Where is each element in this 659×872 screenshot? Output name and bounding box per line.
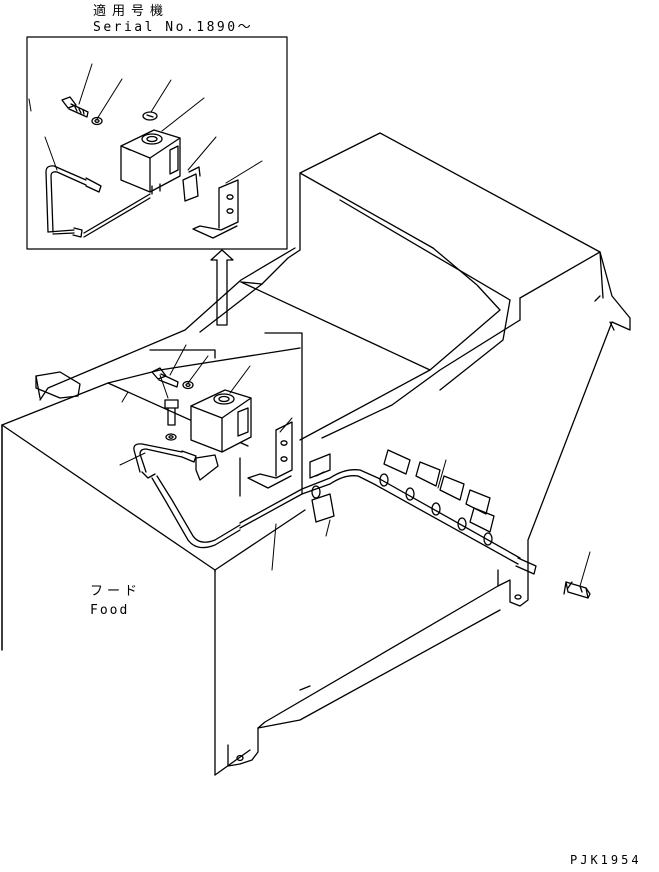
inset-bracket xyxy=(192,179,239,239)
drawing-code-label: PJK1954 xyxy=(570,853,642,867)
inset-washer xyxy=(91,116,103,126)
inset-clip xyxy=(182,166,201,202)
serial-number-label: Serial No.1890～ xyxy=(93,20,254,35)
inset-leaders xyxy=(28,63,263,184)
main-assembly xyxy=(119,344,591,599)
detail-inset xyxy=(26,36,288,250)
inset-cap xyxy=(142,111,158,121)
hood-label-english: Food xyxy=(90,603,130,618)
detail-arrow xyxy=(210,249,234,326)
applicable-models-label: 適用号機 xyxy=(93,4,170,19)
inset-frame xyxy=(26,36,288,250)
hood-label-japanese: フード xyxy=(90,584,142,599)
inset-wire-harness xyxy=(45,165,151,238)
hood-body xyxy=(1,132,631,776)
inset-bolt xyxy=(61,96,89,118)
inset-solenoid-box xyxy=(120,129,181,195)
